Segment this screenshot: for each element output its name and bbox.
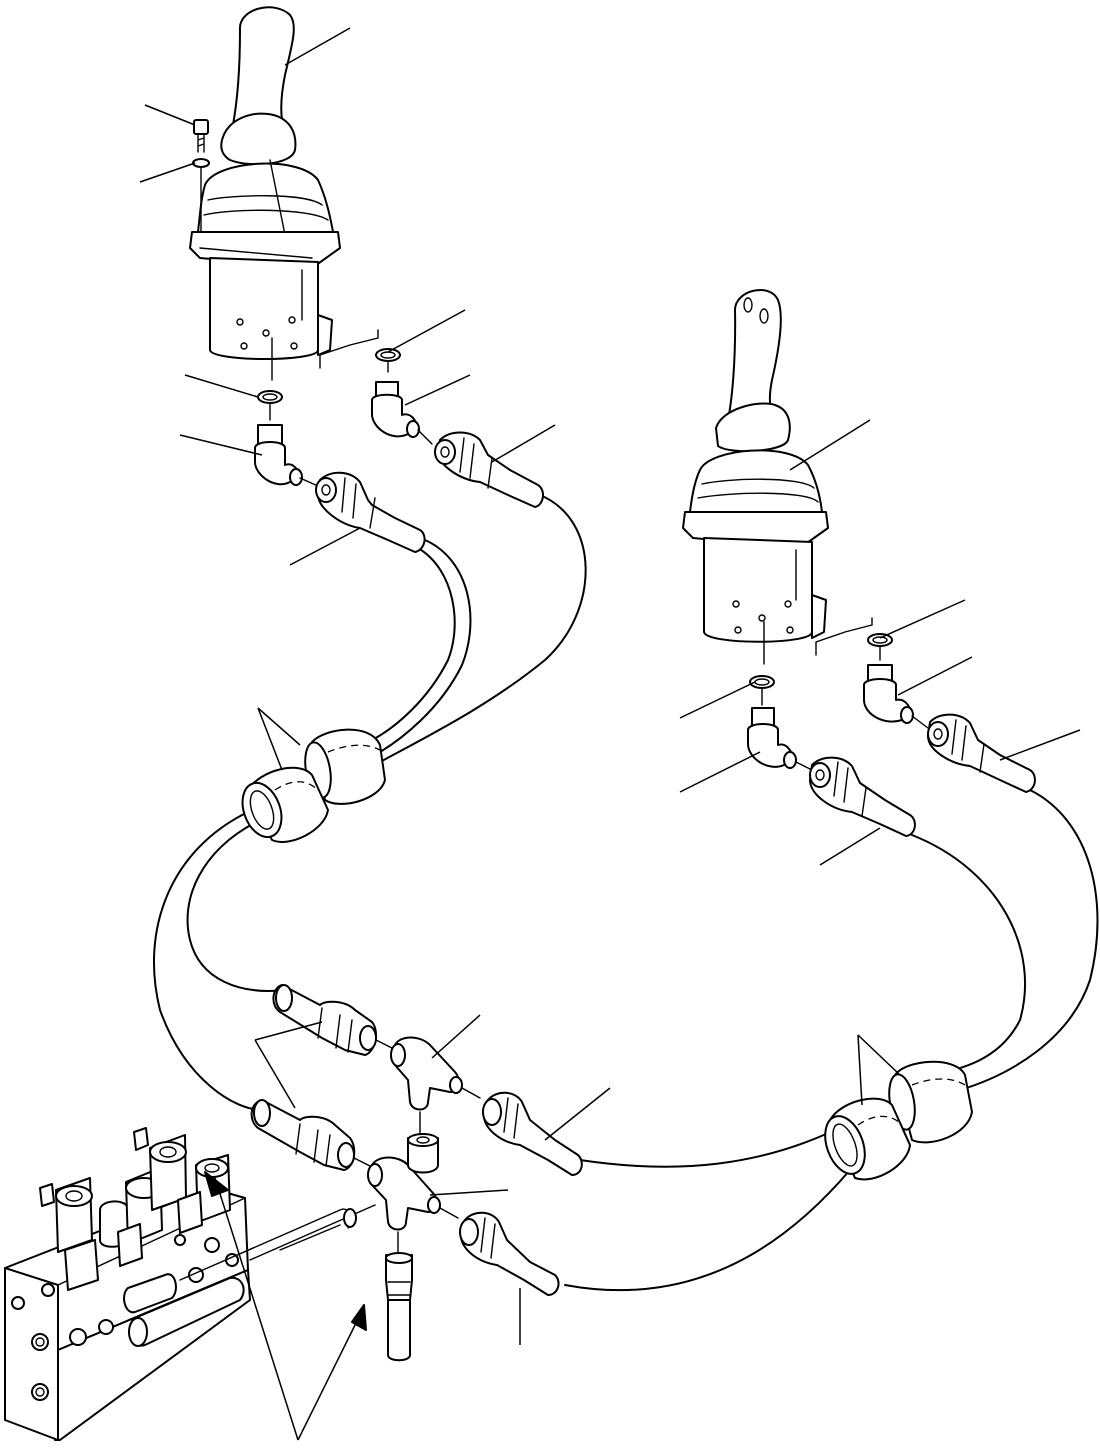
adapter-fitting-icon — [385, 1133, 439, 1362]
hose-assembly-icon — [250, 984, 583, 1296]
hose-assembly-icon — [809, 713, 1036, 837]
hose-sleeve-icon — [824, 1060, 973, 1181]
mounting-bolt-icon — [193, 119, 209, 153]
o-ring-icon — [749, 633, 893, 689]
hose-assembly-icon — [315, 431, 544, 553]
elbow-fitting-icon — [254, 381, 420, 486]
callout-leaders — [139, 27, 1081, 1345]
right-lever-grip-icon — [727, 289, 782, 421]
hose-sleeve-icon — [241, 728, 386, 843]
left-joystick — [189, 6, 341, 381]
left-lever-grip-icon — [231, 6, 295, 131]
left-boot-icon — [197, 162, 334, 233]
solenoid-valve-block — [4, 1127, 251, 1441]
right-boot-icon — [689, 449, 823, 513]
elbow-fitting-icon — [747, 664, 914, 769]
o-ring-icon — [257, 348, 401, 404]
tee-fitting-icon — [367, 1036, 481, 1253]
right-joystick — [682, 289, 829, 665]
arrow-icon — [204, 1171, 367, 1441]
hose-routing — [153, 494, 1099, 1292]
